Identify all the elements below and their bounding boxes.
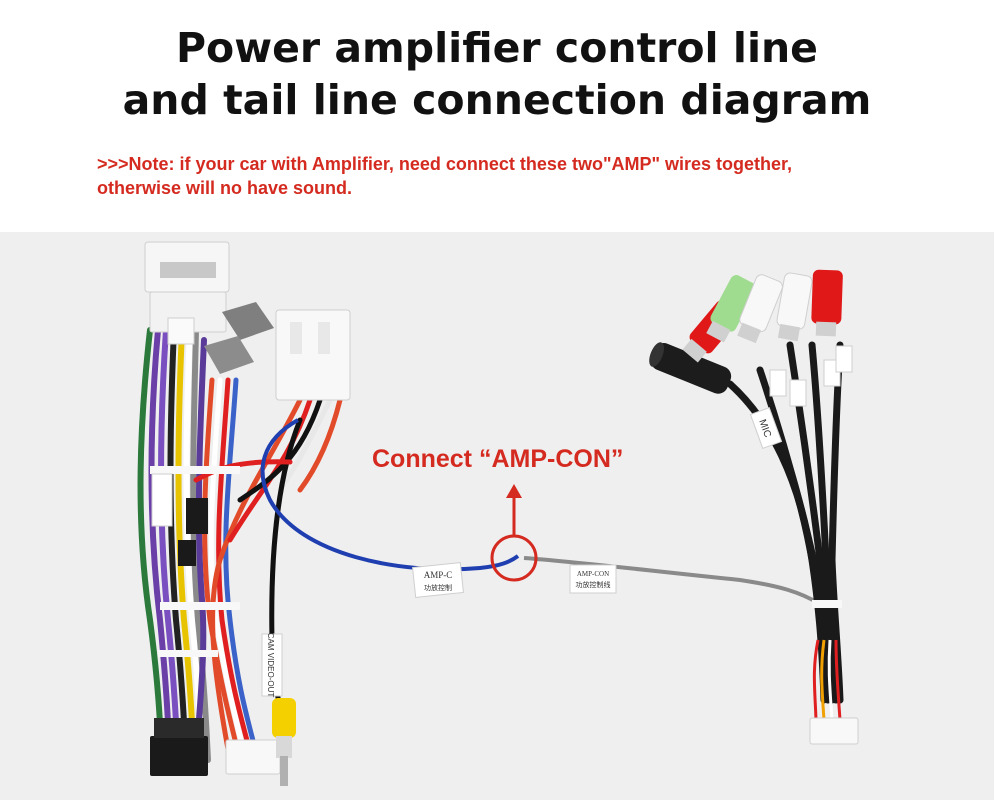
wire-label-tag — [789, 379, 807, 407]
wiring-harness-photo: CAM VIDEO-OUT AMP-C 功放控制 AMP-CON 功放控制线 — [0, 232, 994, 800]
note-line-2: otherwise will no have sound. — [97, 178, 353, 198]
svg-text:功放控制线: 功放控制线 — [576, 580, 611, 589]
gray-connectors — [204, 302, 274, 374]
title-line-1: Power amplifier control line — [175, 24, 818, 72]
svg-text:AMP-CON: AMP-CON — [577, 570, 609, 578]
amp-con-tag: AMP-CON 功放控制线 — [569, 564, 617, 594]
black-connector — [186, 498, 208, 534]
cable-tie — [160, 602, 240, 610]
bottom-white-connector — [225, 739, 281, 775]
bottom-black-connector — [150, 718, 208, 776]
arrow-up-icon — [506, 484, 522, 536]
mic-jack — [649, 342, 732, 394]
note-text: >>>Note: if your car with Amplifier, nee… — [97, 152, 957, 200]
cable-tie — [150, 466, 240, 474]
wire-label-tag — [769, 369, 787, 397]
page-title: Power amplifier control line and tail li… — [0, 22, 994, 126]
left-wire-bundle — [137, 327, 343, 763]
svg-text:CAM VIDEO-OUT: CAM VIDEO-OUT — [266, 633, 275, 698]
cable-tie — [812, 600, 842, 608]
amp-c-tag: AMP-C 功放控制 — [412, 562, 464, 598]
svg-text:AMP-C: AMP-C — [424, 570, 453, 580]
right-inner-wires — [812, 639, 842, 721]
green-rca-plug — [706, 275, 757, 343]
cam-tag: CAM VIDEO-OUT — [261, 633, 283, 698]
svg-text:功放控制: 功放控制 — [424, 583, 452, 592]
main-white-connector — [144, 241, 230, 345]
title-line-2: and tail line connection diagram — [122, 76, 872, 124]
white-square-connector — [275, 309, 351, 401]
right-harness: MIC — [649, 269, 859, 745]
photo-background — [0, 232, 994, 800]
amp-con-gray-wire — [523, 556, 822, 606]
right-white-connector — [809, 717, 859, 745]
note-line-1: >>>Note: if your car with Amplifier, nee… — [97, 154, 793, 174]
wire-label-tag — [151, 473, 173, 527]
yellow-rca-plug — [272, 698, 296, 786]
header: Power amplifier control line and tail li… — [0, 0, 994, 232]
mic-tag: MIC — [749, 407, 783, 449]
connect-amp-con-callout: Connect “AMP-CON” — [372, 445, 624, 473]
cable-tie — [158, 650, 218, 657]
black-connector — [178, 540, 196, 566]
white-rca-plug — [776, 272, 813, 342]
red-rca-plug — [811, 269, 843, 337]
left-harness: CAM VIDEO-OUT — [137, 241, 351, 786]
wire-label-tag — [835, 345, 853, 373]
white-rca-plug — [737, 274, 783, 344]
